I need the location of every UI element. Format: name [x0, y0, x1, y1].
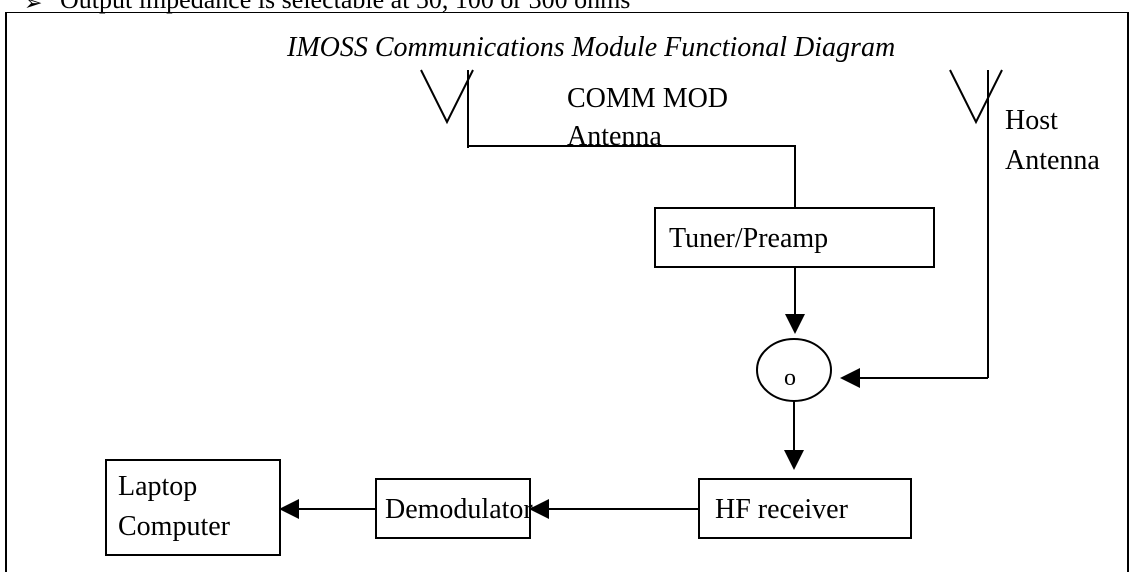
hf-receiver-box: HF receiver: [698, 478, 912, 539]
demodulator-label: Demodulator: [385, 494, 533, 525]
diagram-title: IMOSS Communications Module Functional D…: [287, 32, 896, 63]
comm-antenna-label: COMM MOD: [567, 83, 729, 114]
impedance-text: Output impedance is selectable at 50, 10…: [60, 0, 630, 13]
comm-antenna-icon: [420, 69, 474, 148]
host-antenna-label: Host: [1005, 105, 1058, 136]
bullet-arrow-icon: ➢: [24, 0, 43, 15]
laptop-computer-box: Laptop Computer: [105, 459, 281, 556]
computer-label: Computer: [118, 511, 230, 542]
host-antenna-icon: [949, 69, 1003, 378]
hf-receiver-label: HF receiver: [715, 494, 848, 525]
host-antenna-label-2: Antenna: [1005, 145, 1100, 176]
demodulator-box: Demodulator: [375, 478, 533, 539]
tuner-preamp-label: Tuner/Preamp: [669, 223, 829, 254]
comm-antenna-label-2: Antenna: [567, 121, 662, 152]
diagram-frame: [5, 12, 1129, 572]
laptop-label: Laptop: [118, 471, 198, 502]
combiner-label: o: [784, 365, 796, 391]
comm-antenna-to-tuner-line: [468, 145, 796, 207]
tuner-preamp-box: Tuner/Preamp: [654, 207, 935, 268]
